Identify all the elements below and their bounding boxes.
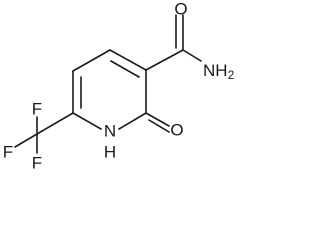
fluorine-left-label: F bbox=[3, 143, 13, 162]
ring-nitrogen-label: N bbox=[104, 122, 116, 141]
double-bond-c3-c4 bbox=[110, 60, 140, 78]
bond-c3-carbonyl bbox=[145, 49, 184, 71]
lactam-oxygen-label: O bbox=[170, 121, 183, 140]
fluorine-top-label: F bbox=[32, 100, 42, 119]
trifluoromethyl-group bbox=[14, 112, 74, 154]
chemical-structure: O NH2 N H O F F F bbox=[3, 0, 235, 173]
carbonyl-oxygen-label: O bbox=[174, 0, 187, 19]
bond-c2-o-1 bbox=[145, 112, 170, 127]
bond-c2-o-2 bbox=[148, 119, 170, 133]
amide-nitrogen-label: NH2 bbox=[203, 61, 235, 83]
amide-subscript-text: 2 bbox=[228, 68, 235, 82]
bond-cf3-f-left bbox=[14, 133, 38, 148]
bond-n1-c2 bbox=[118, 112, 147, 130]
bond-carbonyl-n bbox=[182, 49, 202, 62]
bond-c6-cf3 bbox=[36, 112, 74, 135]
bond-c3-c4 bbox=[109, 49, 147, 71]
amide-nh-text: NH bbox=[203, 61, 228, 80]
pyridinone-ring bbox=[72, 49, 147, 130]
lactam-carbonyl bbox=[145, 112, 170, 133]
bond-c4-c5 bbox=[72, 49, 111, 72]
ring-hydrogen-label: H bbox=[104, 143, 116, 162]
fluorine-bottom-label: F bbox=[32, 154, 42, 173]
bond-c6-n1 bbox=[72, 112, 102, 130]
carboxamide-group bbox=[145, 14, 202, 71]
